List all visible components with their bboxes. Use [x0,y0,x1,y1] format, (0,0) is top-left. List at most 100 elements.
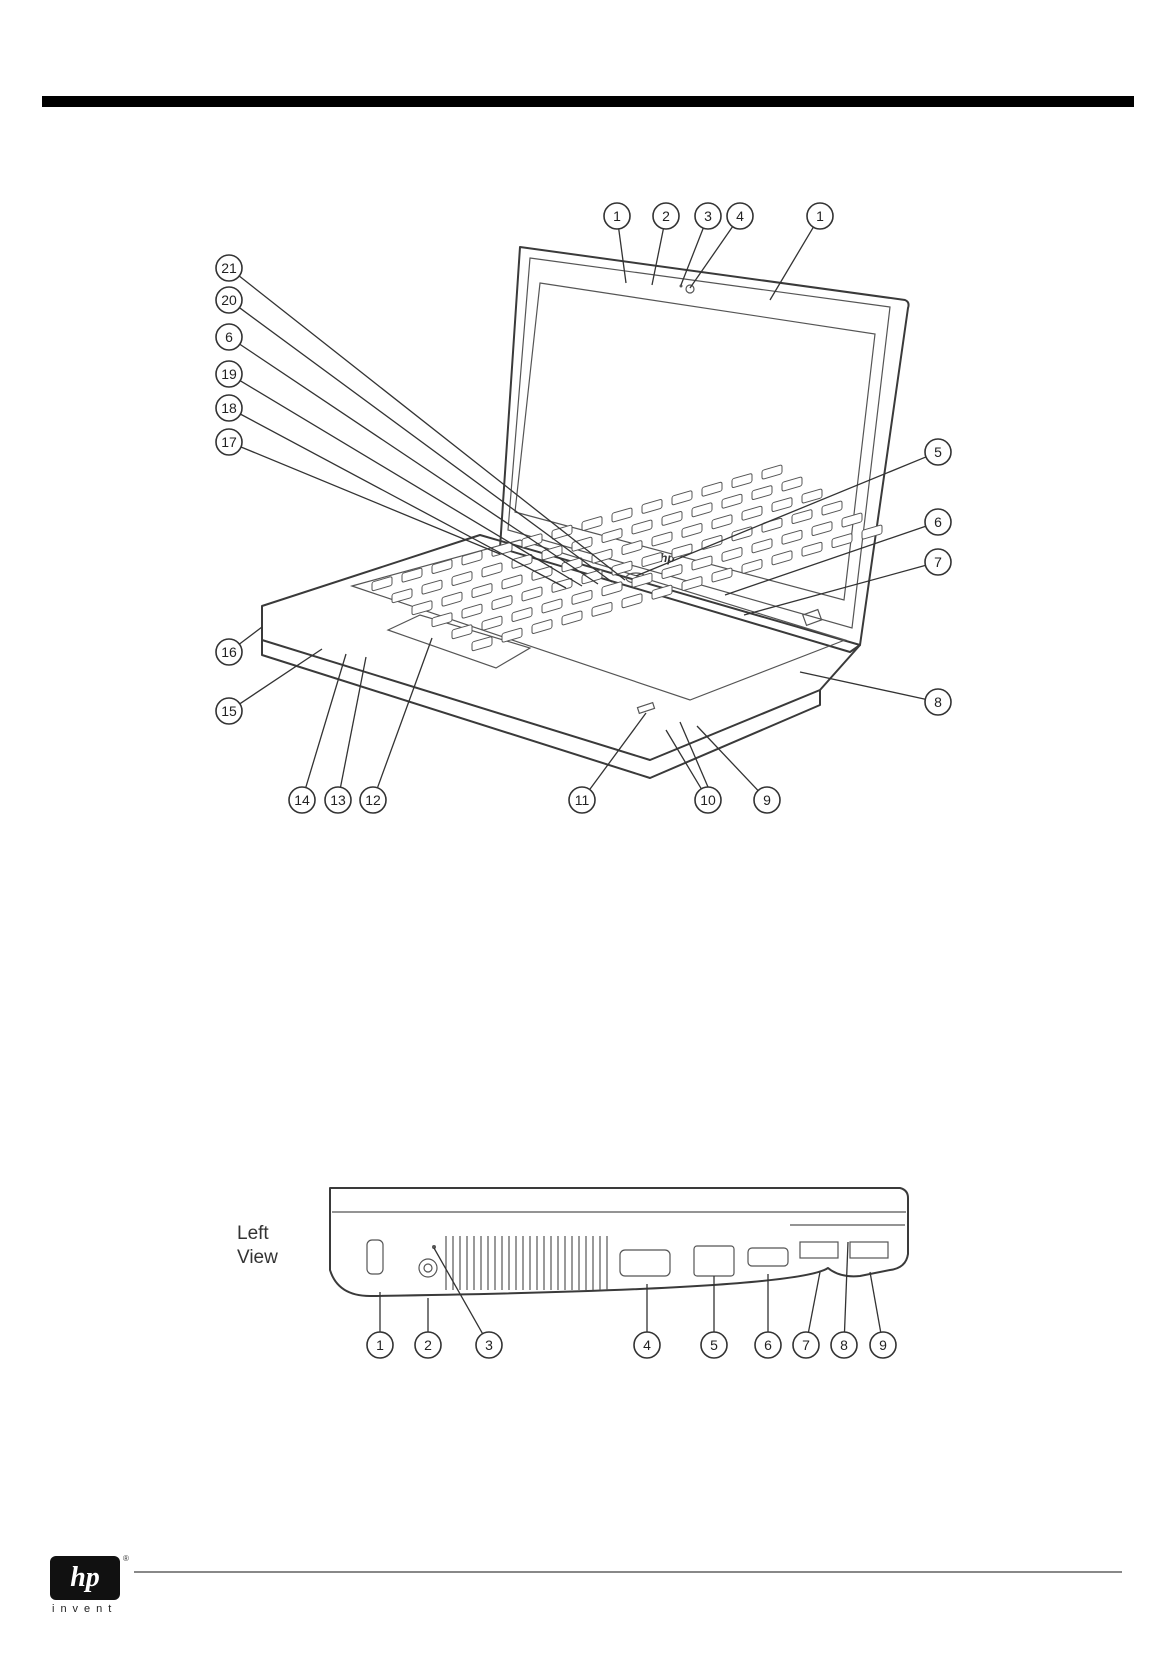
keyboard-key [452,624,472,639]
front-leader-16 [239,627,262,644]
keyboard-key [802,542,822,557]
front-leader-15 [240,649,322,704]
keyboard-key [692,556,712,571]
keyboard-key [742,506,762,521]
front-callout-number: 5 [934,444,942,460]
laptop-base: hp [262,535,860,778]
left-callout-number: 9 [879,1337,887,1353]
front-callout-13: 13 [325,787,351,813]
front-callout-number: 15 [221,703,237,719]
keyboard-key [622,540,642,555]
left-callout-number: 4 [643,1337,651,1353]
hp-logo-text: hp [50,1556,120,1600]
keyboard-key [492,595,512,610]
front-callout-1: 1 [807,203,833,229]
front-leader-11 [590,713,646,790]
battery-light [432,1245,436,1249]
front-callout-12: 12 [360,787,386,813]
keyboard-key [722,547,742,562]
keyboard-key [712,514,732,529]
keyboard-key [812,521,832,536]
keyboard-key [442,592,462,607]
left-callout-number: 2 [424,1337,432,1353]
left-callout-3: 3 [476,1332,502,1358]
front-callout-number: 10 [700,792,716,808]
keyboard-key [642,552,662,567]
keyboard-key [762,465,782,480]
keyboard-key [612,508,632,523]
front-callout-19: 19 [216,361,242,387]
front-leader-6 [240,344,598,584]
front-callout-number: 19 [221,366,237,382]
left-view-label: Left View [237,1222,278,1270]
keyboard-key [652,532,672,547]
left-view-label-line2: View [237,1246,278,1270]
keyboard-key [582,516,602,531]
keyboard-key [742,559,762,574]
front-callout-1: 1 [604,203,630,229]
front-callout-3: 3 [695,203,721,229]
left-callout-6: 6 [755,1332,781,1358]
keyboard-key [842,513,862,528]
front-callout-number: 3 [704,208,712,224]
keyboard-key [632,520,652,535]
left-side-chassis [330,1188,908,1296]
wireless-button [803,610,822,626]
front-leader-14 [306,654,346,788]
front-leader-17 [241,447,500,554]
left-callout-number: 7 [802,1337,810,1353]
front-callout-number: 7 [934,554,942,570]
usb-port-1 [800,1242,838,1258]
front-callout-14: 14 [289,787,315,813]
keyboard-key [532,619,552,634]
front-leader-12 [377,638,432,788]
keyboard-key [732,473,752,488]
front-leader-4 [690,227,733,288]
rj45-port [694,1246,734,1276]
front-callout-number: 6 [225,329,233,345]
registered-mark: ® [123,1554,129,1563]
left-view-leaders [380,1242,881,1334]
vent [446,1236,607,1290]
front-callout-number: 17 [221,434,237,450]
front-callout-number: 14 [294,792,310,808]
front-callout-4: 4 [727,203,753,229]
front-callout-number: 16 [221,644,237,660]
front-callout-6: 6 [925,509,951,535]
front-callout-number: 21 [221,260,237,276]
front-leader-20 [239,308,612,582]
vga-port [620,1250,670,1276]
keyboard-key [772,550,792,565]
keyboard-key [552,525,572,540]
front-callout-number: 8 [934,694,942,710]
left-callout-7: 7 [793,1332,819,1358]
left-leader-8 [845,1242,848,1332]
keyboard-key [372,576,392,591]
left-callout-5: 5 [701,1332,727,1358]
front-callout-16: 16 [216,639,242,665]
front-callout-15: 15 [216,698,242,724]
keyboard-key [822,501,842,516]
front-leader-1 [770,227,813,300]
left-callout-number: 1 [376,1337,384,1353]
laptop-lid [500,247,909,652]
left-view-callouts: 123456789 [367,1332,896,1358]
front-callout-6: 6 [216,324,242,350]
hp-logo: hp [50,1556,120,1600]
keyboard-key [712,568,732,583]
front-callout-2: 2 [653,203,679,229]
hdmi-port [748,1248,788,1266]
keyboard-key [562,611,582,626]
front-callout-20: 20 [216,287,242,313]
left-callout-4: 4 [634,1332,660,1358]
keyboard-key [392,588,412,603]
security-lock-slot [367,1240,383,1274]
touchpad [388,615,530,668]
front-callout-number: 18 [221,400,237,416]
left-callout-number: 5 [710,1337,718,1353]
keyboard-key [622,593,642,608]
keyboard-key [522,587,542,602]
left-callout-2: 2 [415,1332,441,1358]
usb-port-2 [850,1242,888,1258]
